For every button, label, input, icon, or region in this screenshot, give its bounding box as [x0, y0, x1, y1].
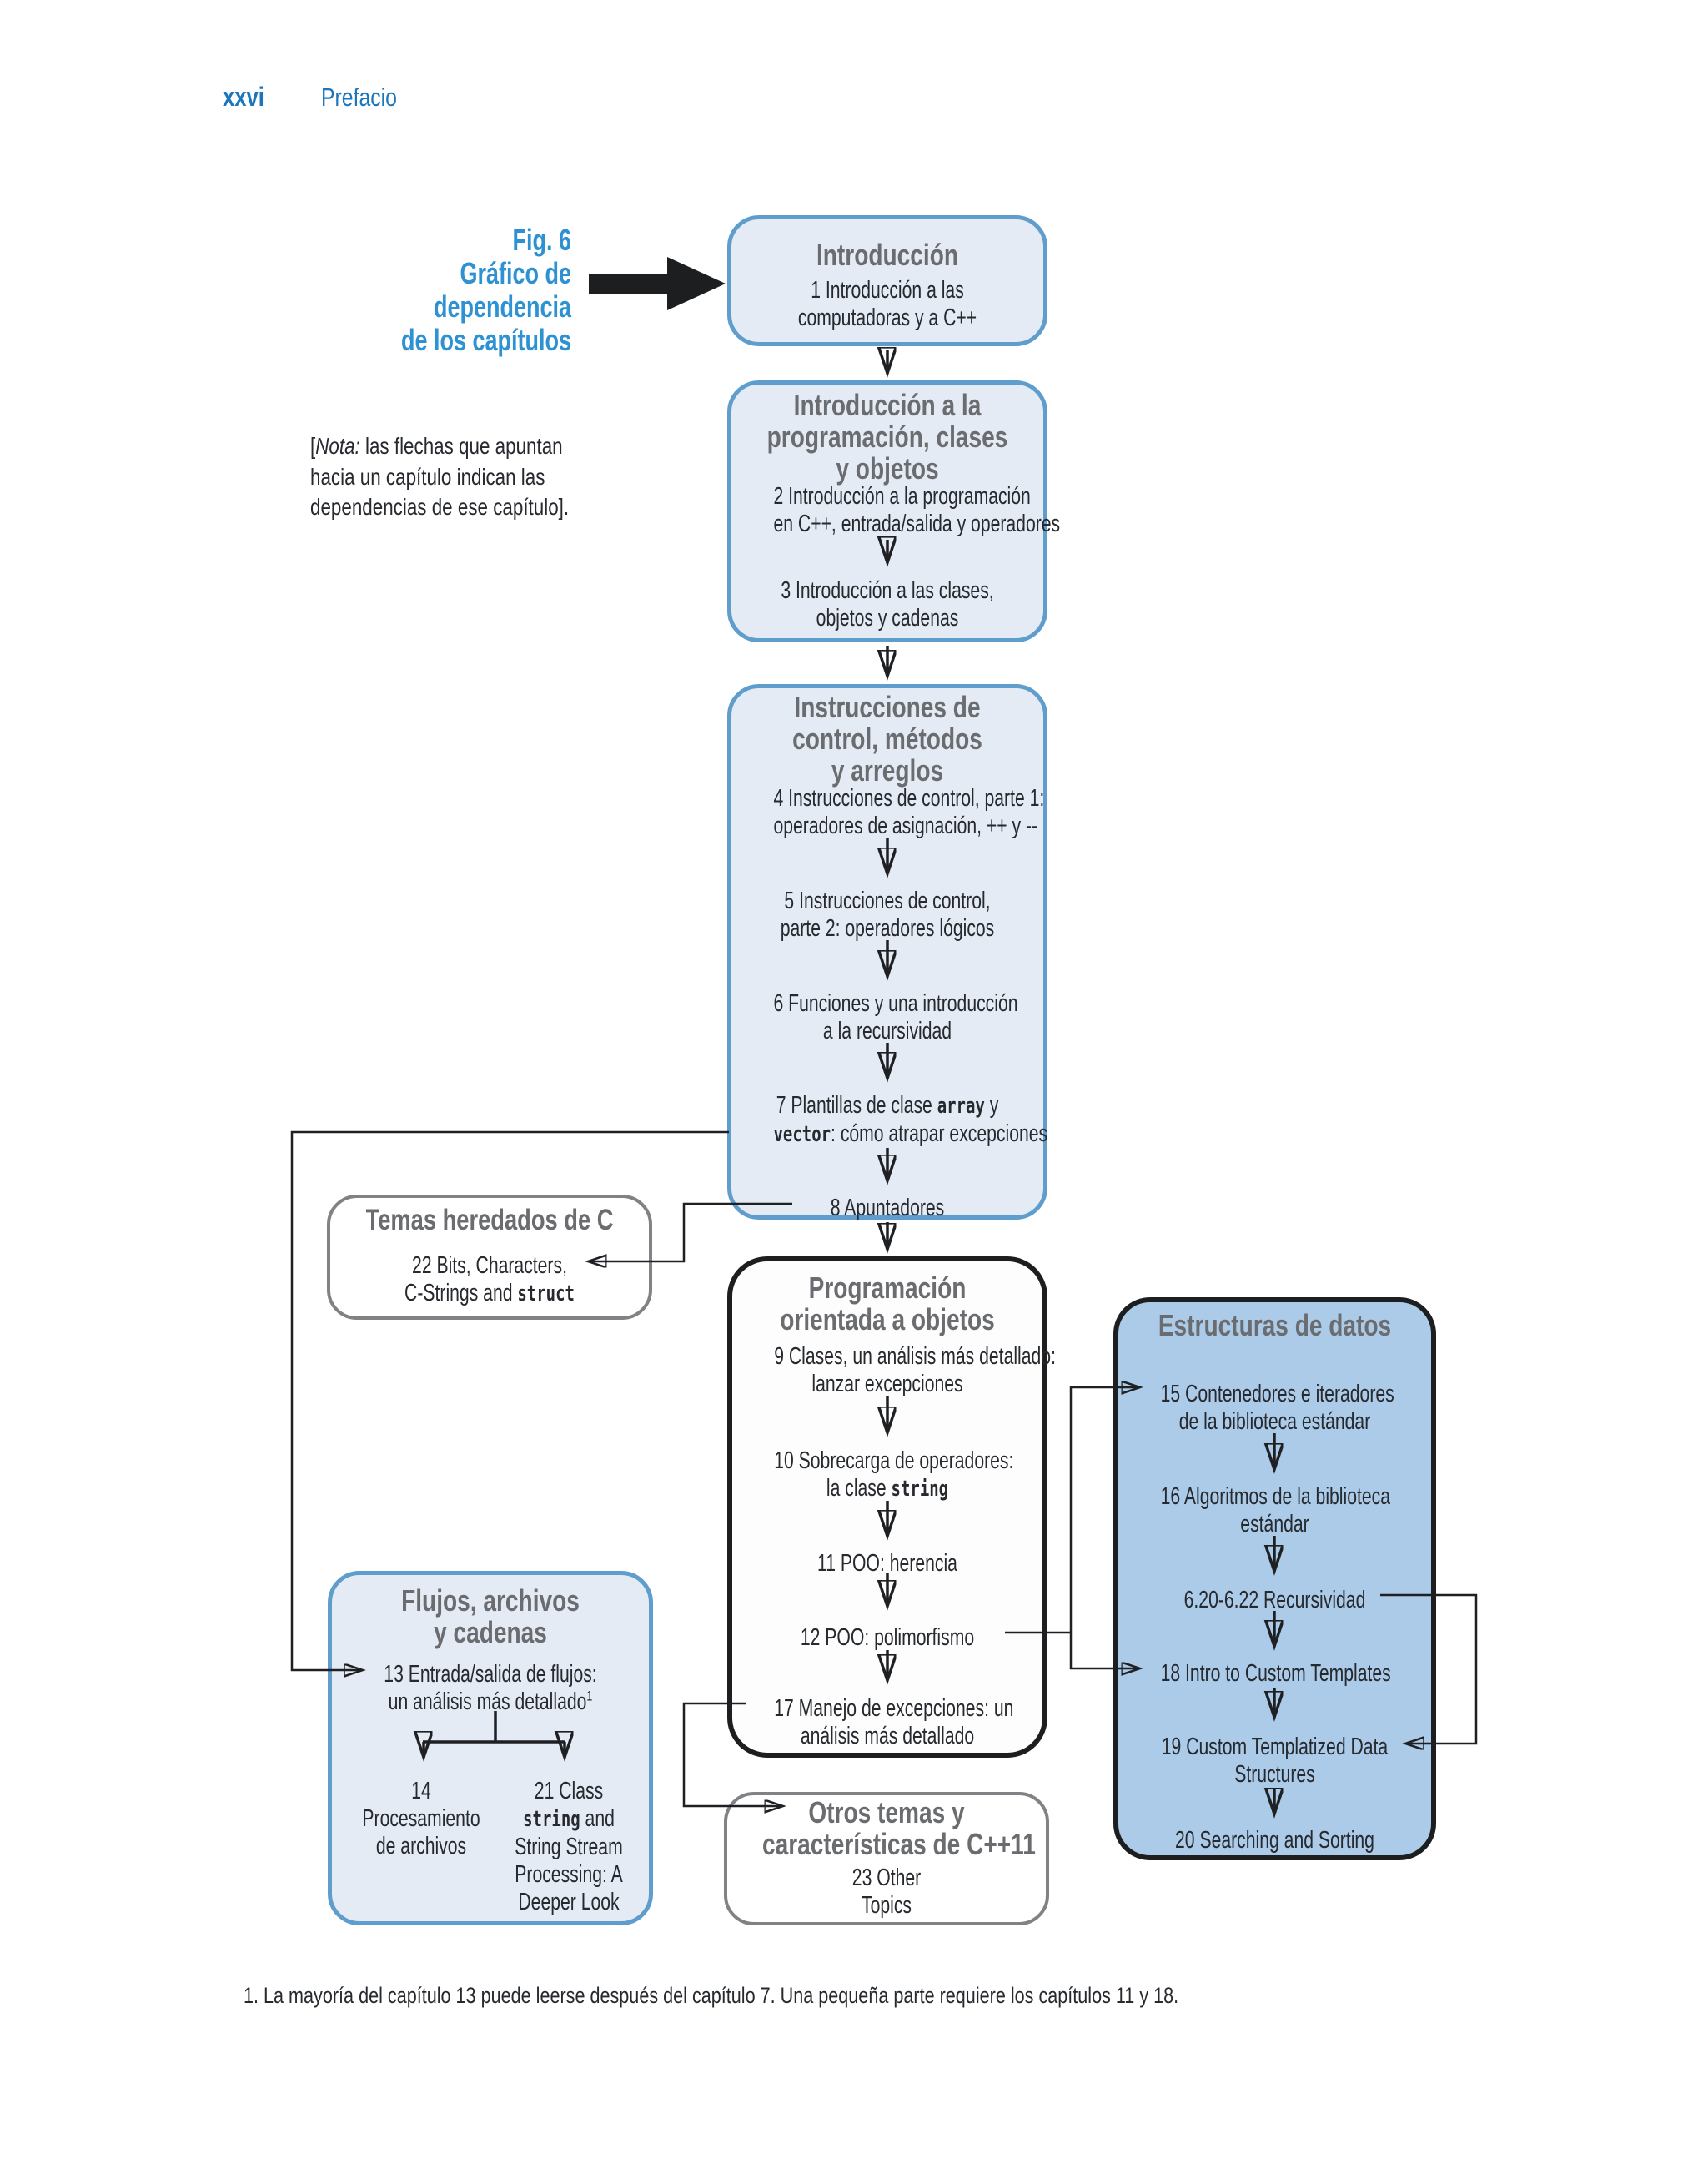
- box-temas-heredados: Temas heredados de C 22 Bits, Characters…: [327, 1195, 652, 1320]
- chapter-9: 9 Clases, un análisis más detallado: lan…: [774, 1343, 1056, 1397]
- box-otros-temas: Otros temas y características de C++11 2…: [724, 1792, 1049, 1925]
- figure-caption-line: dependencia: [433, 289, 571, 324]
- figure-caption: Fig. 6 Gráfico de dependencia de los cap…: [359, 224, 571, 357]
- code-string: string: [523, 1807, 580, 1832]
- page-number: xxvi: [223, 82, 264, 112]
- footnote-marker: 1: [586, 1688, 593, 1704]
- chapter-11: 11 POO: herencia: [817, 1550, 957, 1577]
- section-recursividad: 6.20-6.22 Recursividad: [1183, 1587, 1366, 1613]
- chapter-22: 22 Bits, Characters, C-Strings and struc…: [404, 1252, 575, 1306]
- chapter-8: 8 Apuntadores: [830, 1195, 945, 1221]
- chapter-17: 17 Manejo de excepciones: un análisis má…: [774, 1695, 1014, 1749]
- box-intro-programacion-title: Introducción a la programación, clases y…: [766, 388, 1008, 486]
- box-estructuras-datos-title: Estructuras de datos: [1158, 1308, 1392, 1342]
- box-introduccion: Introducción 1 Introducción a las comput…: [727, 215, 1047, 346]
- box-temas-heredados-title: Temas heredados de C: [365, 1204, 614, 1236]
- note-italic: Nota:: [315, 433, 360, 459]
- figure-caption-line: Fig. 6: [512, 223, 571, 257]
- chapter-18: 18 Intro to Custom Templates: [1160, 1660, 1391, 1687]
- box-poo: Programación orientada a objetos 9 Clase…: [727, 1256, 1056, 1758]
- chapter-23: 23 Other Topics: [851, 1864, 922, 1919]
- chapter-14: 14 Procesamiento de archivos: [362, 1778, 480, 1859]
- code-struct: struct: [517, 1281, 575, 1306]
- chapter-3: 3 Introducción a las clases, objetos y c…: [781, 577, 994, 632]
- chapter-19: 19 Custom Templatized Data Structures: [1161, 1734, 1389, 1788]
- chapter-16: 16 Algoritmos de la biblioteca estándar: [1160, 1483, 1391, 1537]
- chapter-13: 13 Entrada/salida de flujos: un análisis…: [384, 1661, 597, 1715]
- figure-pointer-arrow: [589, 257, 726, 310]
- chapter-15: 15 Contenedores e iteradores de la bibli…: [1160, 1381, 1394, 1435]
- page-header-title: Prefacio: [321, 83, 397, 112]
- chapter-7: 7 Plantillas de clase array y vector: có…: [773, 1092, 1048, 1147]
- chapter-1: 1 Introducción a las computadoras y a C+…: [797, 277, 977, 331]
- chapter-5: 5 Instrucciones de control, parte 2: ope…: [780, 888, 995, 942]
- code-vector: vector: [773, 1122, 831, 1147]
- box-instrucciones-control: Instrucciones de control, métodos y arre…: [727, 684, 1048, 1221]
- box-estructuras-datos: Estructuras de datos 15 Contenedores e i…: [1113, 1297, 1436, 1860]
- box-otros-temas-title: Otros temas y características de C++11: [762, 1795, 1036, 1861]
- figure-caption-line: de los capítulos: [400, 323, 571, 357]
- chapter-4: 4 Instrucciones de control, parte 1: ope…: [773, 785, 1045, 839]
- chapter-10: 10 Sobrecarga de operadores: la clase st…: [774, 1447, 1014, 1502]
- note-line: [Nota: las flechas que apuntan: [310, 433, 563, 459]
- box-introduccion-title: Introducción: [816, 238, 959, 272]
- box-poo-title: Programación orientada a objetos: [780, 1271, 995, 1336]
- chapter-2: 2 Introducción a la programación en C++,…: [773, 483, 1061, 537]
- figure-caption-line: Gráfico de: [460, 256, 571, 290]
- chapter-20: 20 Searching and Sorting: [1175, 1827, 1374, 1854]
- footnote: 1. La mayoría del capítulo 13 puede leer…: [244, 1983, 1179, 2008]
- chapter-21: 21 Class string and String Stream Proces…: [515, 1778, 623, 1915]
- figure-note: [Nota: las flechas que apuntan hacia un …: [310, 431, 569, 523]
- chapter-12: 12 POO: polimorfismo: [800, 1624, 975, 1651]
- box-intro-programacion: Introducción a la programación, clases y…: [727, 380, 1061, 642]
- note-line: dependencias de ese capítulo].: [310, 494, 570, 520]
- box-instrucciones-control-title: Instrucciones de control, métodos y arre…: [792, 690, 982, 788]
- note-line: hacia un capítulo indican las: [310, 463, 545, 490]
- code-array: array: [937, 1094, 985, 1119]
- box-flujos: Flujos, archivos y cadenas 13 Entrada/sa…: [328, 1571, 653, 1925]
- box-flujos-title: Flujos, archivos y cadenas: [401, 1583, 580, 1649]
- code-string: string: [891, 1477, 949, 1502]
- chapter-6: 6 Funciones y una introducción a la recu…: [773, 990, 1018, 1044]
